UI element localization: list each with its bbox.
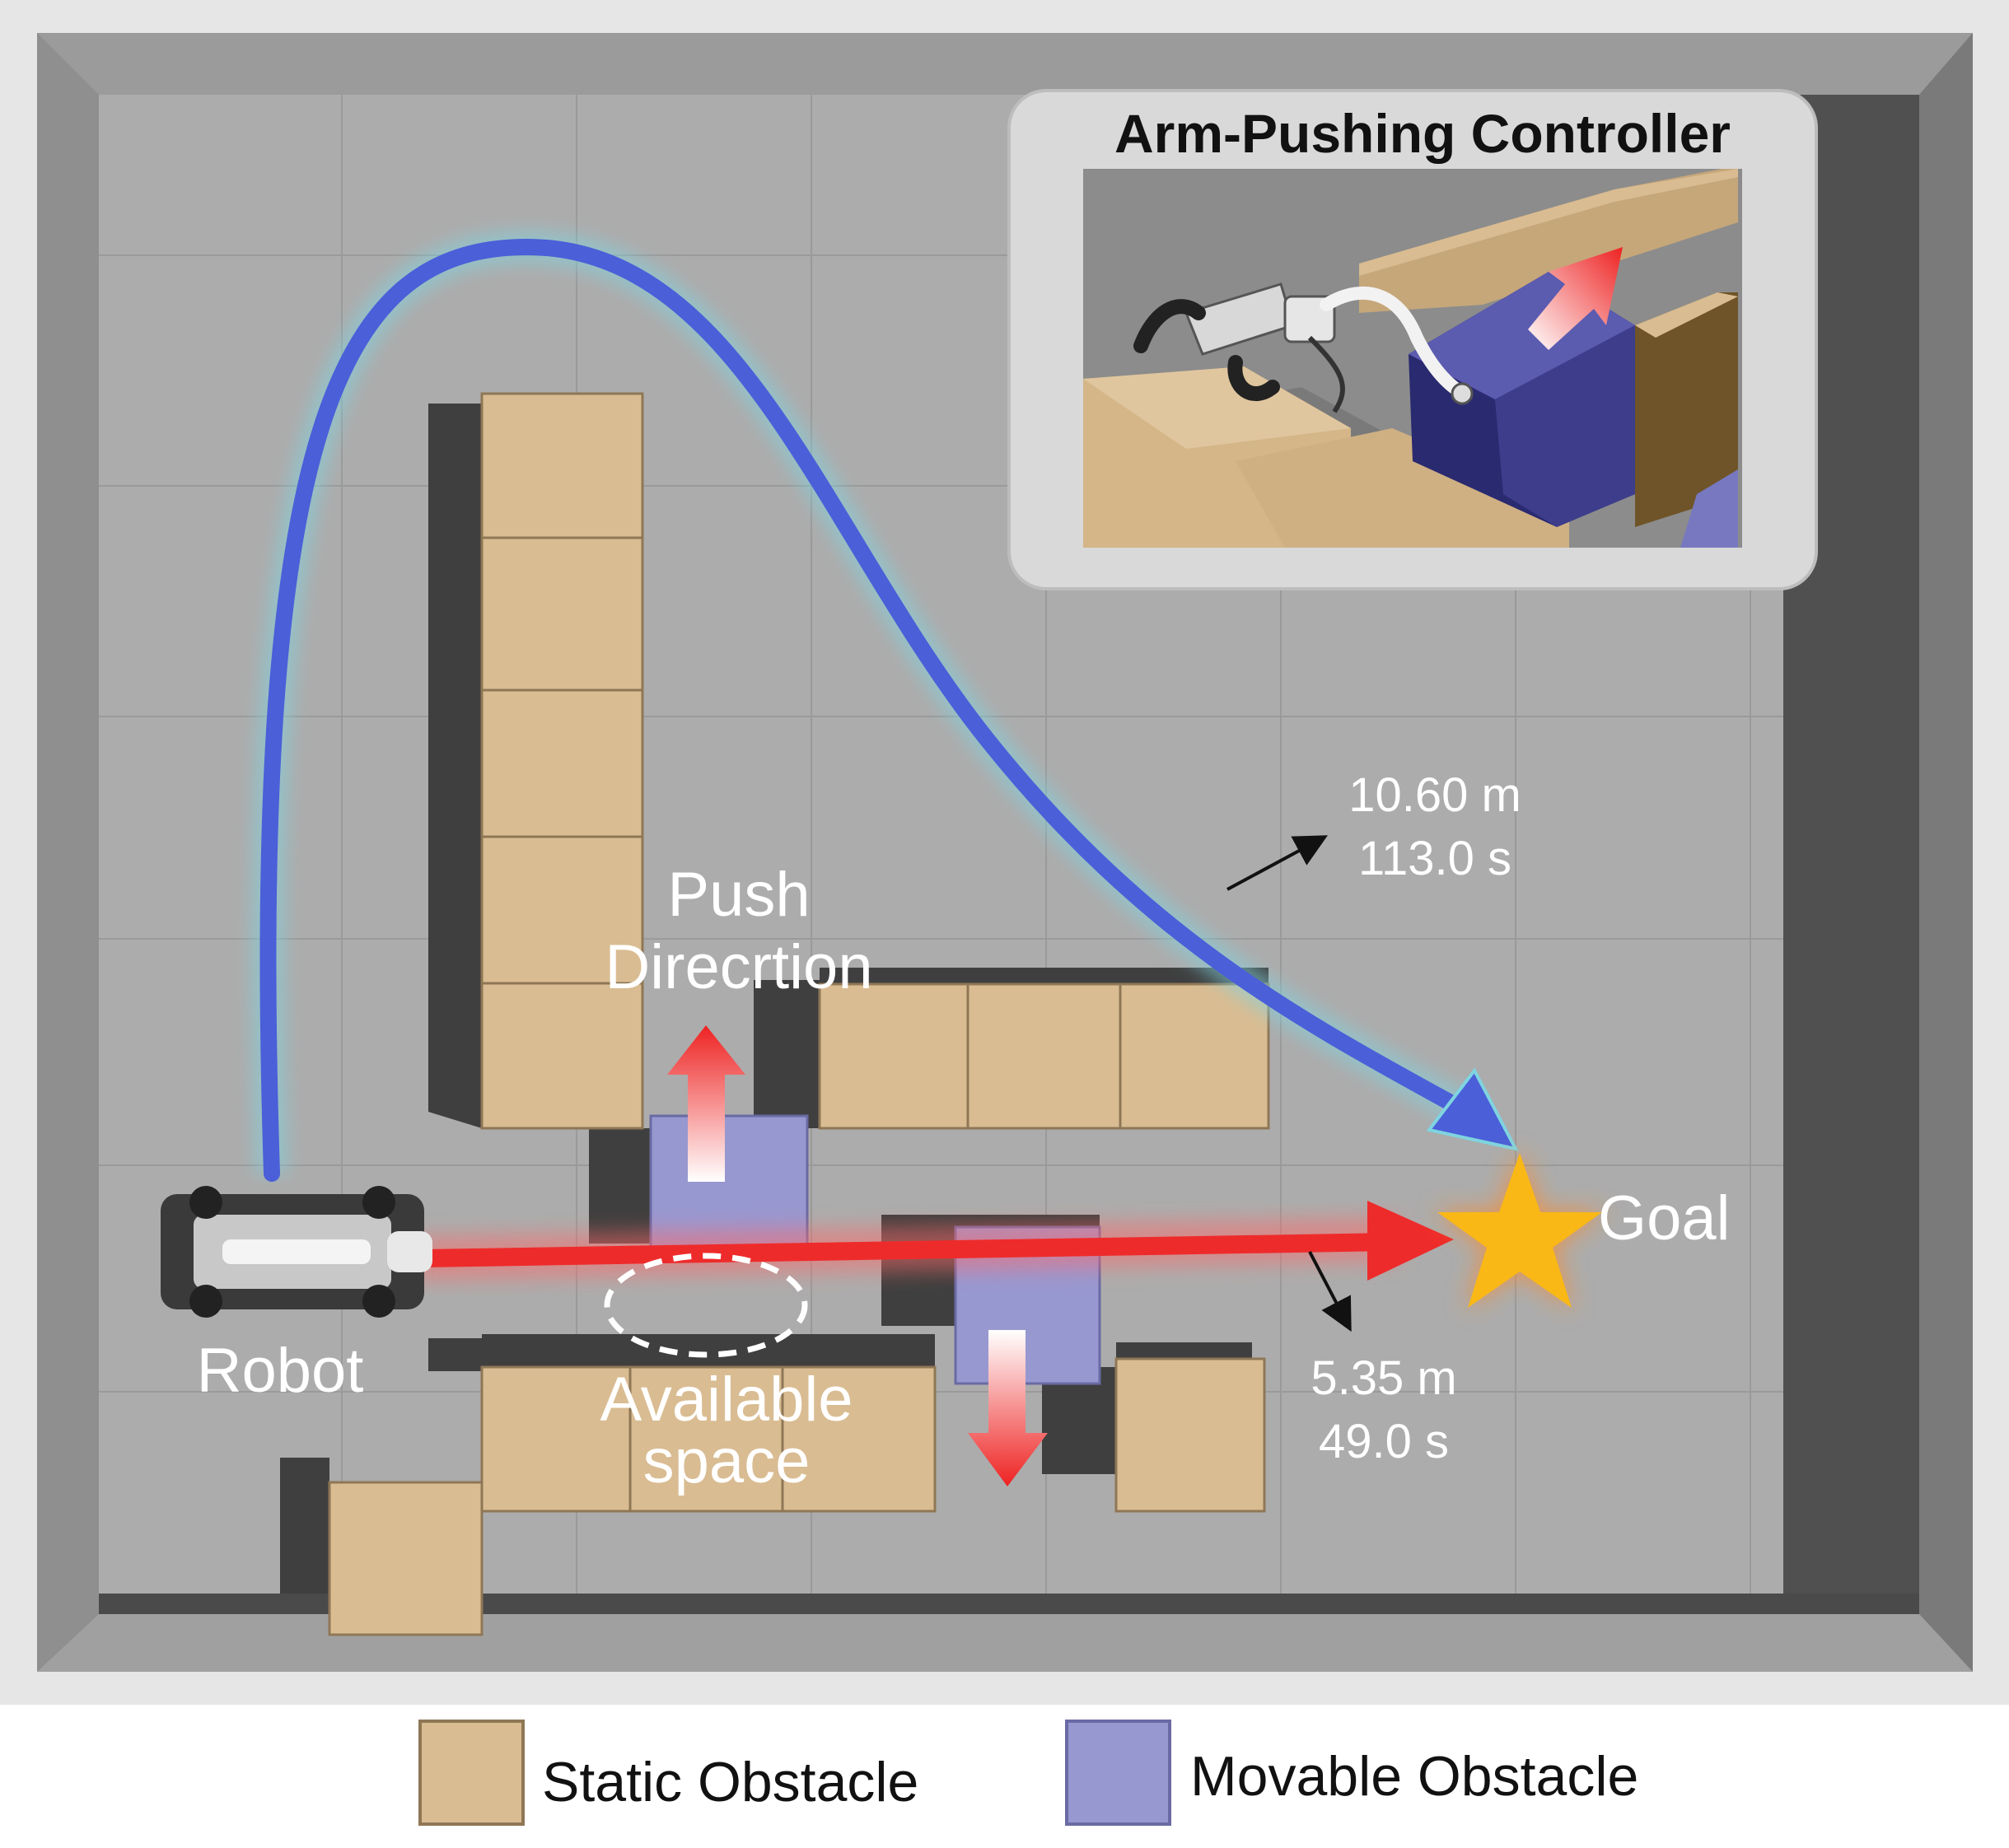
inset-title: Arm-Pushing Controller <box>1114 103 1731 164</box>
legend-movable-label: Movable Obstacle <box>1190 1745 1638 1808</box>
long-path <box>251 230 1519 1182</box>
push-arrows <box>667 1025 1048 1486</box>
static-box <box>966 982 1122 1130</box>
static-box <box>1119 982 1270 1130</box>
long-path-time: 113.0 s <box>1358 832 1511 885</box>
inset-push-arrow <box>1528 247 1623 350</box>
static-box <box>480 1365 632 1513</box>
push-label-line1: Push <box>667 860 810 930</box>
long-path-arrowhead <box>1426 1067 1519 1151</box>
static-box <box>480 688 644 838</box>
quadruped-robot-icon <box>161 1186 432 1318</box>
legend-static-swatch <box>418 1720 525 1826</box>
inset-panel: Arm-Pushing Controller <box>1007 89 1818 590</box>
short-path-callout-arrow <box>1308 1251 1352 1332</box>
static-box <box>328 1481 484 1636</box>
short-path-distance: 5.35 m <box>1311 1351 1456 1405</box>
robot-label: Robot <box>197 1336 364 1406</box>
available-space-label-line1: Available <box>600 1365 853 1435</box>
static-obstacles <box>328 392 1270 1636</box>
static-box <box>480 392 644 539</box>
static-box <box>781 1365 937 1513</box>
legend: Static Obstacle Movable Obstacle <box>418 1720 1638 1826</box>
long-path-distance: 10.60 m <box>1348 768 1521 822</box>
short-path-arrowhead <box>1367 1201 1454 1281</box>
static-box <box>818 982 969 1130</box>
goal-label: Goal <box>1598 1183 1731 1253</box>
goal-star-icon <box>1433 1149 1606 1309</box>
push-label-line2: Direcrtion <box>605 932 872 1002</box>
obstacle-shadows <box>280 404 1268 1594</box>
static-box <box>480 982 644 1130</box>
available-space-label-line2: space <box>643 1426 811 1496</box>
legend-movable-swatch <box>1065 1720 1171 1826</box>
inset-robot-icon <box>1133 282 1474 413</box>
short-path-time: 49.0 s <box>1319 1415 1449 1468</box>
available-space-marker <box>604 1253 808 1358</box>
static-box <box>1114 1357 1266 1513</box>
inset-render <box>1083 169 1742 548</box>
legend-static-label: Static Obstacle <box>542 1751 918 1813</box>
long-path-callout-arrow <box>1226 835 1329 891</box>
push-arrow-down <box>968 1330 1048 1486</box>
static-box <box>480 536 644 692</box>
short-path <box>415 1201 1454 1281</box>
push-arrow-up <box>667 1025 745 1182</box>
